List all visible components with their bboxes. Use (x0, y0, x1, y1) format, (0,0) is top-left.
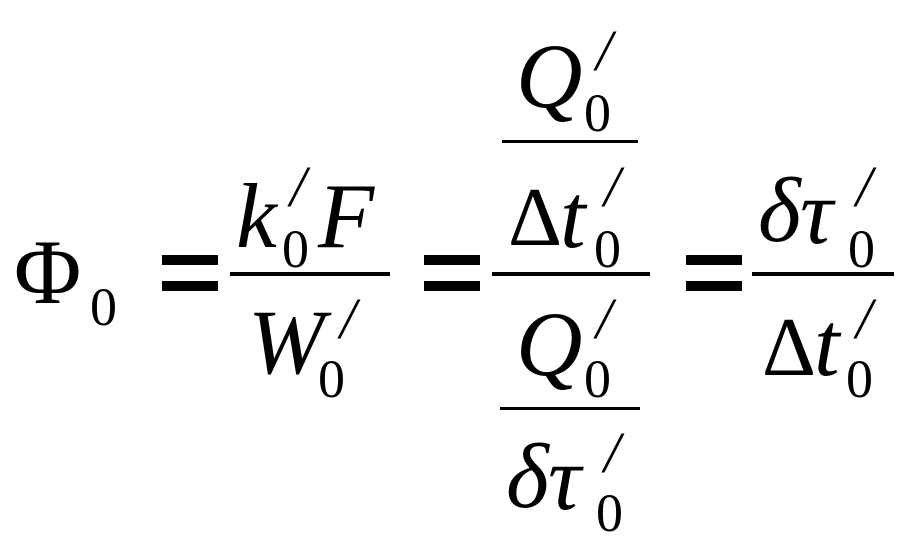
phi-symbol: Φ (14, 221, 82, 323)
phi-subscript: 0 (90, 277, 117, 337)
term2-upper-Q-prime: / (596, 18, 613, 83)
equals-sign-2-lower (424, 281, 480, 291)
term2-lower-Q: Q (516, 293, 583, 395)
equals-sign-3 (686, 255, 742, 265)
term1-k-prime: / (290, 154, 307, 219)
term2-upper-t: t (560, 165, 586, 267)
term2-lower-delta: δ (506, 425, 549, 527)
term2-upper-t-prime: / (604, 154, 621, 219)
term2-lower-Q-subscript: 0 (584, 349, 611, 409)
term3-fraction-bar (752, 272, 894, 276)
term3-t: t (814, 293, 840, 395)
equals-sign-1 (162, 255, 218, 265)
term1-W-subscript: 0 (318, 349, 345, 409)
term1-k: k (236, 165, 277, 267)
term1-F: F (318, 165, 375, 267)
term3-delta: δ (758, 159, 801, 261)
term2-lower-tau-subscript: 0 (596, 483, 623, 543)
term2-upper-t-subscript: 0 (594, 219, 621, 279)
term3-t-prime: / (856, 286, 873, 351)
term3-t-subscript: 0 (846, 349, 873, 409)
equals-sign-1-lower (162, 281, 218, 291)
term1-fraction-bar (230, 272, 390, 276)
term2-lower-tau-prime: / (604, 420, 621, 485)
term3-tau-subscript: 0 (848, 219, 875, 279)
term2-lower-Q-prime: / (596, 286, 613, 351)
term3-Delta: Δ (762, 301, 817, 394)
term2-upper-fraction-bar (502, 140, 638, 143)
term2-main-fraction-bar (492, 272, 650, 276)
term3-tau-prime: / (856, 154, 873, 219)
term2-upper-Q: Q (516, 25, 583, 127)
equals-sign-3-lower (686, 281, 742, 291)
term2-upper-Q-subscript: 0 (584, 83, 611, 143)
term2-upper-delta: Δ (508, 171, 563, 264)
term2-lower-fraction-bar (500, 407, 640, 410)
term1-k-subscript: 0 (282, 219, 309, 279)
term1-W-prime: / (340, 286, 357, 351)
equals-sign-2 (424, 255, 480, 265)
term1-W: W (248, 291, 325, 393)
term2-lower-tau: τ (548, 427, 581, 529)
term3-tau: τ (800, 161, 833, 263)
